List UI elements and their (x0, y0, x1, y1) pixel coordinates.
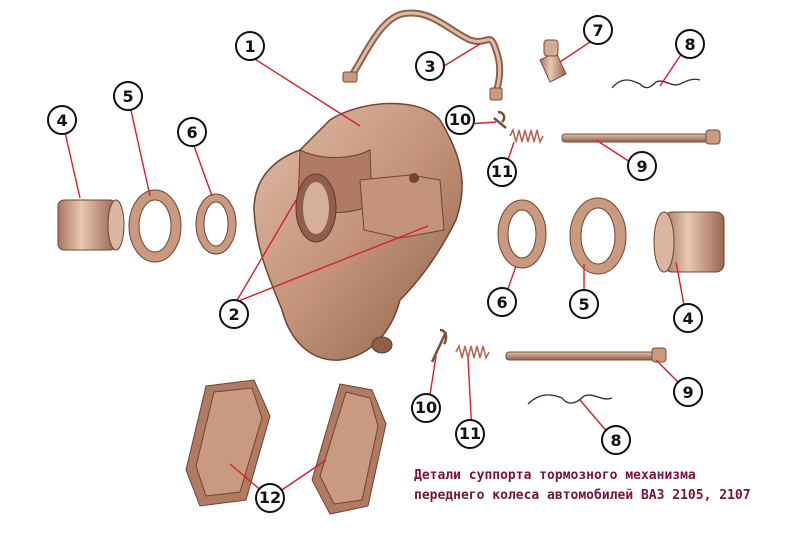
spring-lower (455, 343, 490, 361)
callout-2-label: 2 (228, 305, 239, 324)
guide-pin-upper (561, 129, 721, 145)
callout-5-right: 5 (569, 289, 599, 319)
cotter-pin-lower (430, 328, 448, 363)
dust-boot-left (195, 193, 237, 255)
piston-right (653, 211, 725, 273)
callout-4-left: 4 (47, 105, 77, 135)
callout-4-right-label: 4 (682, 309, 693, 328)
callout-8-lower-label: 8 (610, 431, 621, 450)
callout-10-lower-label: 10 (415, 398, 437, 417)
caption-line-1: Детали суппорта тормозного механизма (414, 468, 696, 483)
spring-clip-lower (527, 394, 613, 405)
piston-seal-ring-right (569, 197, 627, 275)
guide-pin-lower (505, 347, 667, 363)
spring-clip-upper (611, 78, 701, 89)
callout-11-upper-label: 11 (491, 162, 513, 181)
callout-8-upper-label: 8 (684, 35, 695, 54)
callout-5-left: 5 (113, 81, 143, 111)
callout-9-lower: 9 (673, 377, 703, 407)
brake-pad-left (185, 379, 271, 507)
brake-tube (342, 9, 504, 101)
callout-10-upper-label: 10 (449, 110, 471, 129)
callout-8-upper: 8 (675, 29, 705, 59)
callout-11-lower-label: 11 (459, 424, 481, 443)
callout-3-label: 3 (424, 57, 435, 76)
callout-6-left: 6 (177, 117, 207, 147)
diagram-caption: Детали суппорта тормозного механизма пер… (414, 466, 794, 506)
dust-boot-right (497, 199, 547, 269)
callout-10-upper: 10 (445, 105, 475, 135)
callout-10-lower: 10 (411, 393, 441, 423)
spring-upper (509, 127, 544, 145)
callout-11-upper: 11 (487, 157, 517, 187)
callout-7: 7 (583, 15, 613, 45)
callout-12: 12 (255, 483, 285, 513)
callout-4-right: 4 (673, 303, 703, 333)
cotter-pin-upper (493, 110, 507, 129)
callout-1: 1 (235, 31, 265, 61)
callout-6-right: 6 (487, 287, 517, 317)
callout-4-left-label: 4 (56, 111, 67, 130)
callout-12-label: 12 (259, 488, 281, 507)
callout-1-label: 1 (244, 37, 255, 56)
callout-9-lower-label: 9 (682, 383, 693, 402)
callout-3: 3 (415, 51, 445, 81)
bleeder-valve (539, 39, 567, 83)
callout-7-label: 7 (592, 21, 603, 40)
callout-9-upper: 9 (627, 151, 657, 181)
callout-5-right-label: 5 (578, 295, 589, 314)
callout-8-lower: 8 (601, 425, 631, 455)
callout-6-left-label: 6 (186, 123, 197, 142)
brake-pad-right (311, 383, 387, 515)
piston-seal-ring-left (128, 189, 182, 263)
callout-11-lower: 11 (455, 419, 485, 449)
piston-left (57, 199, 125, 251)
callout-5-left-label: 5 (122, 87, 133, 106)
caliper-body (253, 102, 463, 361)
caption-line-2: переднего колеса автомобилей ВАЗ 2105, 2… (414, 488, 751, 503)
callout-2: 2 (219, 299, 249, 329)
callout-9-upper-label: 9 (636, 157, 647, 176)
callout-6-right-label: 6 (496, 293, 507, 312)
